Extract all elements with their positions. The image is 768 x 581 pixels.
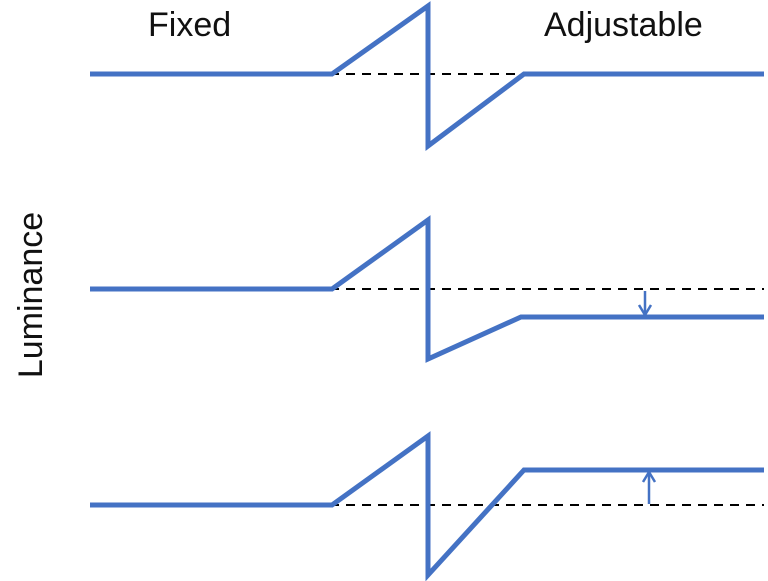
panel-top	[90, 1, 764, 151]
luminance-trace	[90, 431, 764, 581]
luminance-trace	[90, 1, 764, 151]
fixed-region-label: Fixed	[148, 6, 232, 44]
down-arrow-icon	[637, 291, 653, 318]
panel-middle	[90, 215, 764, 363]
adjustable-region-label: Adjustable	[544, 6, 703, 44]
panel-bottom	[90, 431, 764, 581]
luminance-trace	[90, 215, 764, 363]
up-arrow-icon	[641, 469, 657, 504]
